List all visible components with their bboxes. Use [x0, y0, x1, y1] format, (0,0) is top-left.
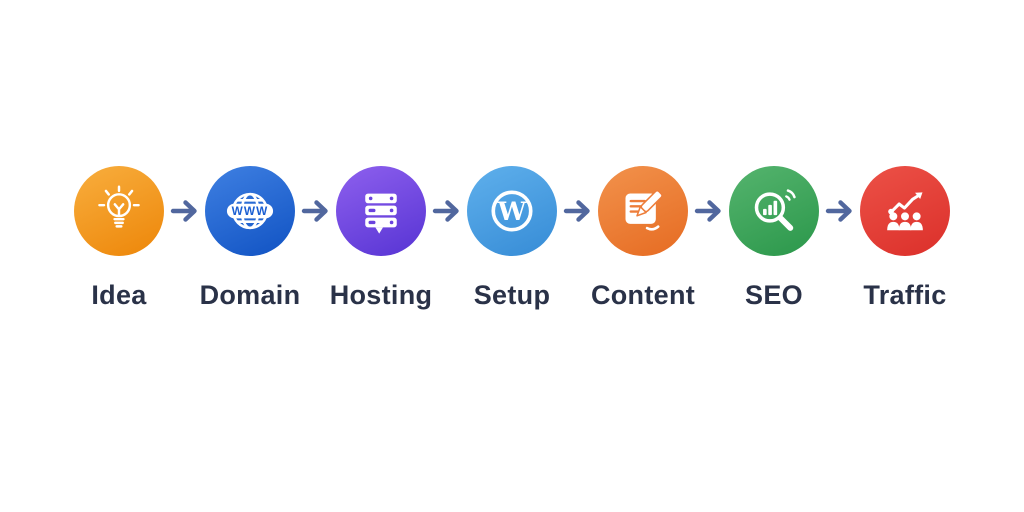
flow-arrow	[691, 198, 726, 224]
setup-circle: W	[467, 166, 557, 256]
flow-step-setup: W Setup	[464, 166, 560, 311]
www-banner-text: WWW	[232, 204, 269, 218]
content-circle	[598, 166, 688, 256]
flow-step-content: Content	[591, 166, 695, 311]
step-label-seo: SEO	[745, 280, 803, 310]
step-label-setup: Setup	[473, 280, 551, 310]
lightbulb-icon	[98, 185, 140, 228]
flow-arrow-icon	[825, 200, 852, 222]
edit-document-icon	[625, 190, 663, 231]
flow-arrow-icon	[170, 200, 197, 222]
domain-circle: WWW	[205, 166, 295, 256]
globe-www-icon: WWW	[226, 192, 274, 230]
flow-arrow	[298, 198, 333, 224]
flow-arrow	[822, 198, 857, 224]
flow-step-traffic: Traffic	[857, 166, 953, 311]
flow-arrow-icon	[694, 200, 721, 222]
wordpress-icon: W	[491, 190, 533, 232]
flow-arrow	[429, 198, 464, 224]
wordpress-w-text: W	[497, 196, 527, 226]
flow-arrow-icon	[563, 200, 590, 222]
traffic-growth-icon	[887, 192, 923, 231]
hosting-circle	[336, 166, 426, 256]
flow-arrow	[167, 198, 202, 224]
flow-arrow	[560, 198, 595, 224]
traffic-circle	[860, 166, 950, 256]
step-label-idea: Idea	[91, 280, 147, 310]
step-label-hosting: Hosting	[329, 280, 433, 310]
flow-arrow-icon	[432, 200, 459, 222]
step-label-domain: Domain	[199, 280, 301, 310]
process-flow: Idea WWW	[0, 166, 1024, 311]
flow-step-idea: Idea	[71, 166, 167, 311]
server-icon	[365, 193, 397, 234]
seo-magnifier-icon	[754, 189, 796, 231]
flow-step-seo: SEO	[726, 166, 822, 311]
step-label-traffic: Traffic	[863, 280, 947, 310]
seo-circle	[729, 166, 819, 256]
flow-step-hosting: Hosting	[330, 166, 432, 311]
flow-step-domain: WWW Domain	[199, 166, 301, 311]
step-label-content: Content	[590, 280, 696, 310]
idea-circle	[74, 166, 164, 256]
flow-arrow-icon	[301, 200, 328, 222]
